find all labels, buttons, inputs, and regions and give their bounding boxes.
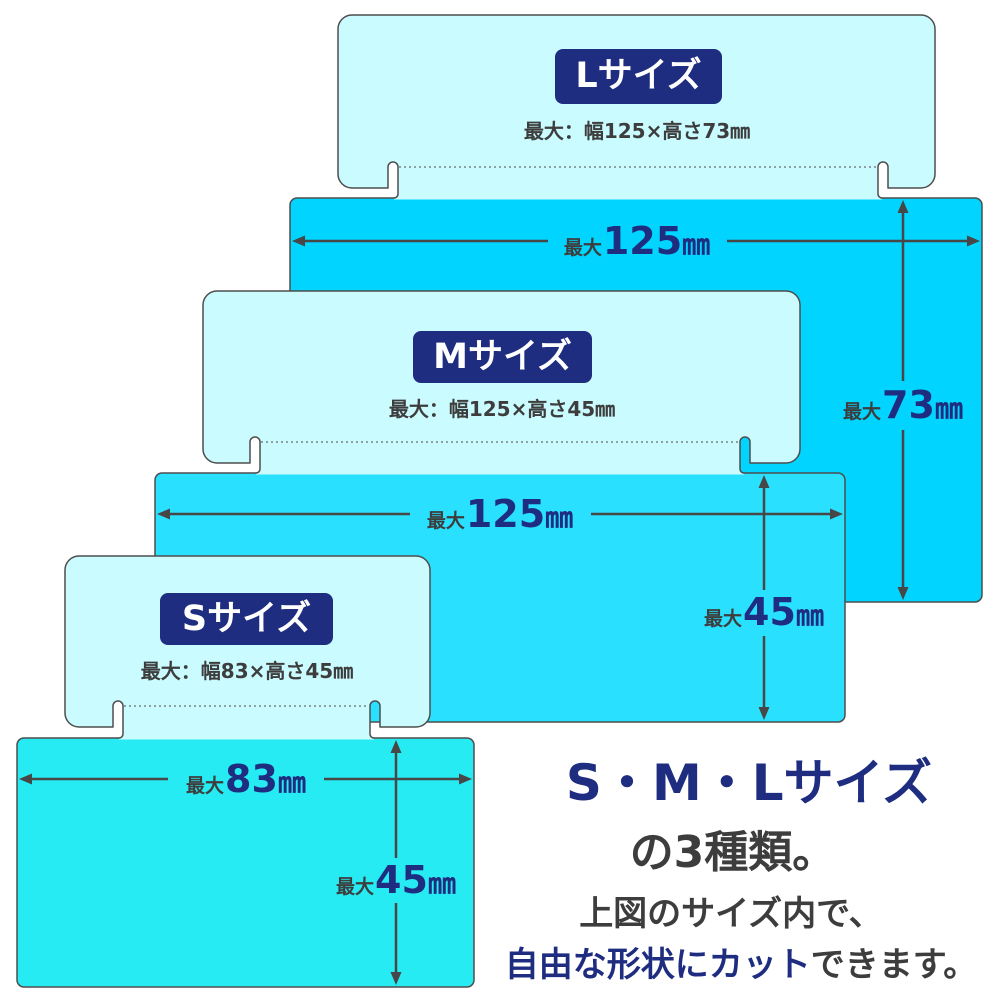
size-l-badge-label: Lサイズ	[575, 56, 702, 96]
size-l-width-label: 最大 125 ㎜	[564, 222, 710, 260]
summary-within-size: 上図のサイズ内で、	[579, 894, 883, 934]
summary-cut-freely-emphasis: 自由な形状にカット	[504, 945, 811, 985]
size-m-width-value: 125	[465, 492, 546, 536]
size-s-badge: Sサイズ	[160, 593, 333, 645]
size-s-width-label: 最大 83 ㎜	[186, 760, 306, 798]
size-l-height-arrowhead-bottom	[897, 587, 909, 600]
size-l-badge: Lサイズ	[555, 49, 722, 104]
size-l-width-arrowhead-right	[967, 235, 980, 247]
size-m-height-arrowhead-bottom	[758, 707, 770, 720]
unit-mm: ㎜	[795, 599, 824, 632]
size-m-badge: Mサイズ	[413, 331, 592, 383]
size-s-height-value: 45	[375, 858, 428, 902]
size-l-spec: 最大：幅125×高さ73㎜	[523, 119, 751, 143]
unit-mm: ㎜	[427, 867, 456, 900]
size-s-height-label: 最大 45 ㎜	[336, 861, 456, 899]
size-s-spec: 最大：幅83×高さ45㎜	[140, 659, 354, 683]
size-s-group	[16, 555, 475, 988]
size-m-width-label: 最大 125 ㎜	[427, 495, 573, 533]
size-l-height-arrowhead-top	[897, 200, 909, 213]
size-m-height-label: 最大 45 ㎜	[704, 593, 824, 631]
size-s-width-arrowhead-right	[459, 773, 472, 785]
summary-sizes-title: S・M・Lサイズ	[565, 754, 933, 812]
size-s-tab-outline	[64, 555, 431, 739]
size-m-tab-outline	[202, 290, 801, 474]
size-s-width-value: 83	[225, 757, 278, 801]
size-l-height-label: 最大 73 ㎜	[843, 386, 963, 424]
size-m-spec: 最大：幅125×高さ45㎜	[388, 397, 616, 421]
size-m-badge-label: Mサイズ	[433, 336, 572, 377]
size-l-height-value: 73	[882, 383, 935, 427]
size-m-height-value: 45	[743, 590, 796, 634]
max-prefix: 最大	[336, 876, 375, 898]
summary-cut-freely-rest: できます。	[810, 945, 978, 985]
size-s-height-arrowhead-bottom	[390, 972, 402, 985]
unit-mm: ㎜	[277, 766, 306, 799]
size-m-width-arrowhead-left	[157, 508, 170, 520]
size-m-height-arrowhead-top	[758, 475, 770, 488]
size-l-width-value: 125	[602, 219, 683, 263]
summary-three-types: の3種類。	[629, 827, 837, 878]
size-s-tab-fill	[65, 556, 430, 740]
summary-cut-freely: 自由な形状にカットできます。	[505, 948, 978, 982]
size-l-tab-fill	[338, 15, 935, 200]
unit-mm: ㎜	[934, 392, 963, 425]
unit-mm: ㎜	[545, 501, 574, 534]
size-l-width-arrowhead-left	[292, 235, 305, 247]
max-prefix: 最大	[843, 401, 882, 423]
max-prefix: 最大	[704, 608, 743, 630]
size-m-width-arrowhead-right	[830, 508, 843, 520]
unit-mm: ㎜	[682, 228, 711, 261]
size-s-badge-label: Sサイズ	[181, 598, 312, 639]
size-s-width-arrowhead-left	[19, 773, 32, 785]
max-prefix: 最大	[426, 510, 465, 532]
size-l-tab-outline	[337, 14, 936, 199]
size-s-height-arrowhead-top	[390, 740, 402, 753]
max-prefix: 最大	[563, 237, 602, 259]
max-prefix: 最大	[186, 775, 225, 797]
